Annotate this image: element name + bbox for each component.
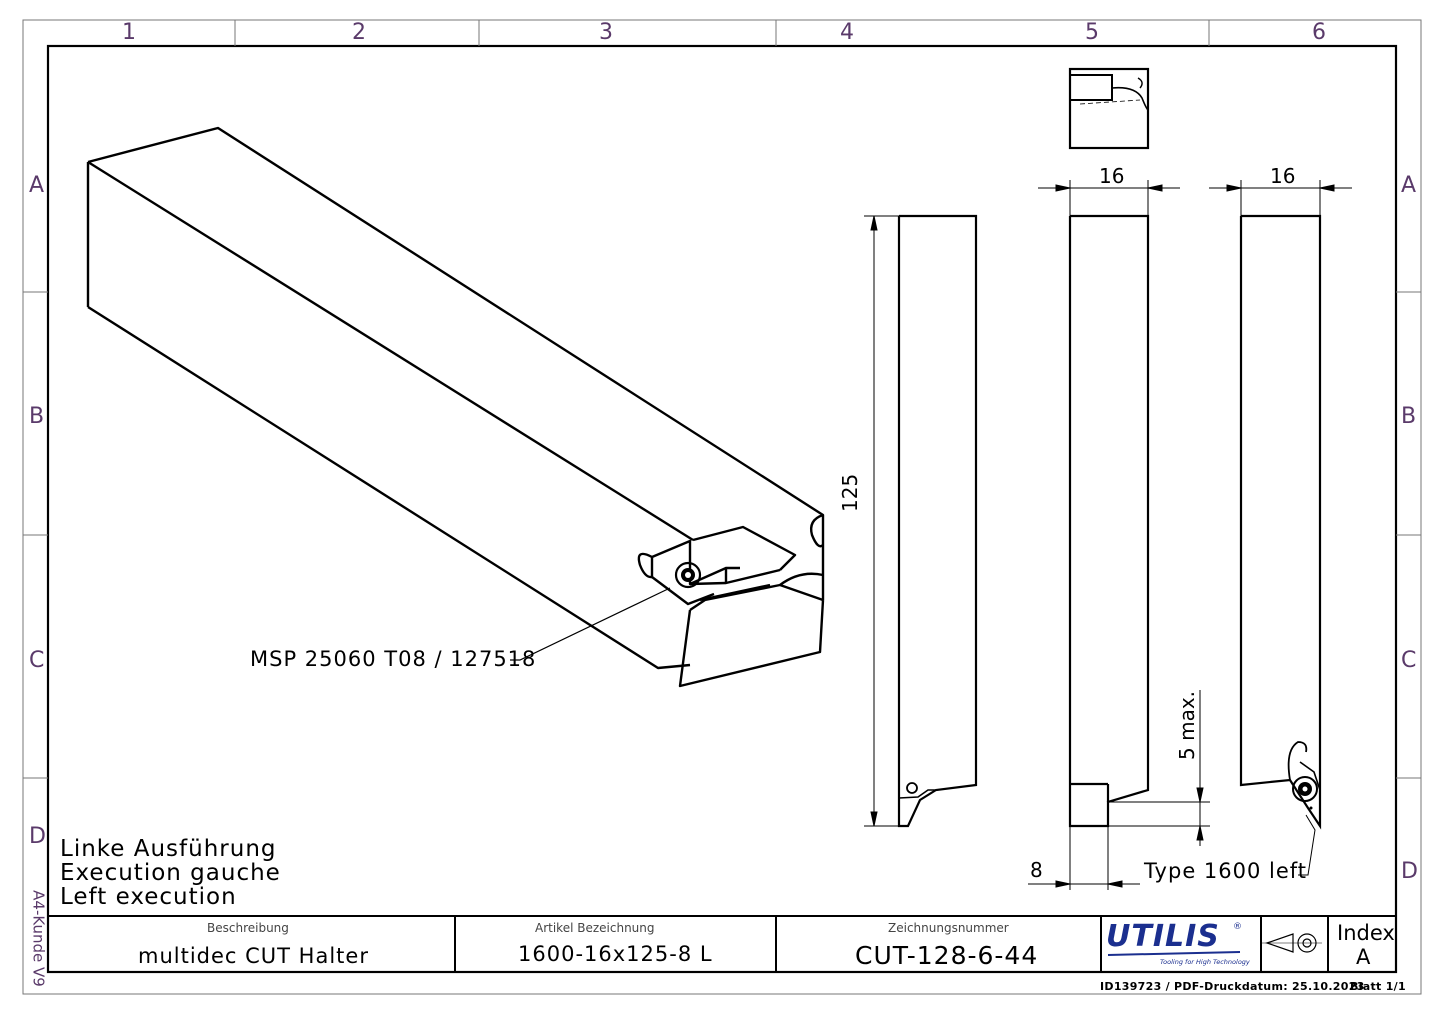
- right-clamp-screw-icon: [1292, 776, 1318, 810]
- company-logo-mark: ®: [1233, 922, 1242, 932]
- zone-dividers: [23, 20, 1421, 779]
- execution-note-de: Linke Ausführung: [60, 836, 277, 862]
- type-leader: [1298, 814, 1316, 876]
- dim-8-label: 8: [1030, 858, 1043, 882]
- index-label: Index: [1337, 921, 1395, 945]
- zone-row-c-right: C: [1401, 648, 1417, 673]
- callout-leader: [510, 587, 671, 661]
- zone-row-c-left: C: [29, 648, 45, 673]
- zone-row-b-right: B: [1401, 404, 1417, 429]
- dim-125-label: 125: [838, 473, 862, 512]
- side-view-left: [897, 214, 978, 828]
- dim-16-front-label: 16: [1099, 164, 1125, 188]
- zone-row-d-right: D: [1401, 859, 1418, 884]
- description-value: multidec CUT Halter: [138, 944, 369, 968]
- footer-id: ID139723 /: [1100, 980, 1170, 993]
- article-value: 1600-16x125-8 L: [518, 942, 713, 966]
- zone-col-1: 1: [122, 20, 136, 45]
- execution-note-fr: Execution gauche: [60, 860, 281, 886]
- end-view: [1068, 67, 1150, 150]
- title-block-lines: [48, 915, 1396, 972]
- dim-8: [1028, 826, 1140, 890]
- zone-col-5: 5: [1085, 20, 1099, 45]
- drawing-number-value: CUT-128-6-44: [855, 941, 1039, 970]
- dim-16-right-label: 16: [1270, 164, 1296, 188]
- dim-125: [864, 215, 899, 827]
- inner-frame: [46, 44, 1398, 974]
- dim-5max-label: 5 max.: [1175, 690, 1199, 760]
- side-view-right: [1239, 214, 1322, 830]
- zone-row-a-left: A: [29, 173, 45, 198]
- dim-16-front: [1038, 180, 1180, 216]
- company-tagline: Tooling for High Technology: [1160, 958, 1250, 966]
- zone-row-b-left: B: [29, 404, 45, 429]
- type-label: Type 1600 left: [1144, 859, 1308, 883]
- zone-col-2: 2: [352, 20, 366, 45]
- projection-symbol-icon: [1262, 933, 1322, 953]
- outer-frame: [22, 19, 1422, 995]
- description-header: Beschreibung: [207, 921, 289, 935]
- footer-sheet: Blatt 1/1: [1350, 980, 1406, 993]
- article-header: Artikel Bezeichnung: [535, 921, 655, 935]
- index-value: A: [1356, 945, 1371, 969]
- template-label: A4-Kunde V9: [29, 890, 48, 987]
- dim-16-right: [1209, 180, 1352, 216]
- zone-row-d-left: D: [29, 824, 46, 849]
- zone-row-a-right: A: [1401, 173, 1417, 198]
- execution-note-en: Left execution: [60, 884, 237, 910]
- isometric-holder: [86, 126, 825, 688]
- zone-col-4: 4: [840, 20, 854, 45]
- drawing-number-header: Zeichnungsnummer: [888, 921, 1009, 935]
- company-logo: UTILIS: [1106, 919, 1220, 954]
- clamp-screw-icon: [674, 561, 702, 589]
- part-callout: MSP 25060 T08 / 127518: [250, 647, 537, 671]
- logo-swoosh: [1107, 951, 1241, 956]
- zone-col-6: 6: [1312, 20, 1326, 45]
- dim-5max: [1108, 690, 1210, 846]
- zone-col-3: 3: [599, 20, 613, 45]
- front-view: [1068, 214, 1150, 828]
- footer-print-date: PDF-Druckdatum: 25.10.2023: [1174, 980, 1365, 993]
